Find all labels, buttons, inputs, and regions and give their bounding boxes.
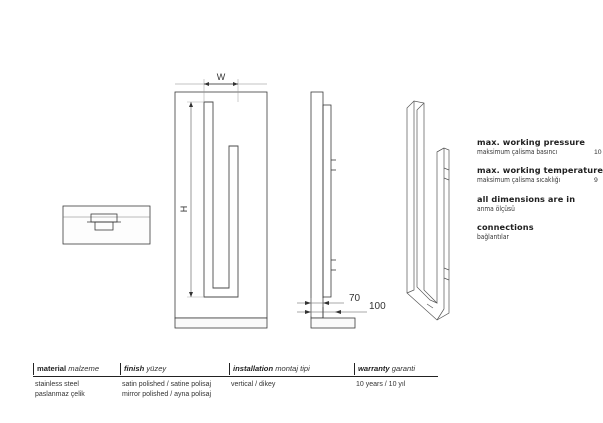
cell-line: paslanmaz çelik: [35, 391, 85, 398]
front-view: [174, 79, 268, 329]
cell-line: satin polished / satine polisaj: [122, 381, 212, 388]
height-label: H: [179, 206, 189, 213]
top-view: [62, 205, 151, 245]
width-label: W: [217, 72, 226, 82]
cell-material: stainless steel paslanmaz çelik: [35, 380, 85, 400]
header-translation: garanti: [391, 364, 416, 373]
header-translation: montaj tipi: [275, 364, 310, 373]
header-translation: yüzey: [146, 364, 167, 373]
cell-line: stainless steel: [35, 381, 79, 388]
cell-line: 10 years / 10 yıl: [356, 381, 406, 388]
cell-finish: satin polished / satine polisaj mirror p…: [122, 380, 211, 400]
cell-line: vertical / dikey: [231, 381, 276, 388]
header-label: installation: [233, 364, 274, 373]
header-installation: installation montaj tipi: [229, 363, 354, 375]
header-label: finish: [124, 364, 145, 373]
spec-title: connections: [477, 222, 534, 232]
spec-value: 9: [594, 177, 598, 184]
header-label: warranty: [358, 364, 390, 373]
spec-subtitle: bağlantılar: [477, 233, 509, 241]
spec-dimensions: all dimensions are in anma ölçüsü: [477, 194, 575, 213]
spec-title: max. working temperature: [477, 165, 603, 175]
spec-title: max. working pressure: [477, 137, 586, 147]
spec-subtitle: maksimum çalisma basıncı: [477, 148, 558, 156]
header-translation: malzeme: [68, 364, 100, 373]
table-divider: [33, 376, 438, 377]
spec-connections: connections bağlantılar: [477, 222, 534, 241]
cell-installation: vertical / dikey: [231, 380, 275, 390]
spec-subtitle: maksimum çalisma sıcaklığı: [477, 176, 561, 184]
spec-title: all dimensions are in: [477, 194, 576, 204]
dimension-100-label: 100: [369, 301, 386, 312]
header-material: material malzeme: [33, 363, 120, 375]
spec-max-pressure: max. working pressure maksimum çalisma b…: [477, 137, 585, 156]
cell-warranty: 10 years / 10 yıl: [356, 380, 405, 390]
spec-value: 10: [594, 149, 602, 156]
header-label: material: [37, 364, 67, 373]
header-finish: finish yüzey: [120, 363, 229, 375]
dimension-70-label: 70: [349, 293, 361, 304]
side-view: [297, 91, 367, 329]
spec-max-temperature: max. working temperature maksimum çalism…: [477, 165, 603, 184]
header-warranty: warranty garanti: [354, 363, 438, 375]
perspective-view: [406, 100, 450, 321]
spec-subtitle: anma ölçüsü: [477, 205, 515, 213]
cell-line: mirror polished / ayna polisaj: [122, 391, 212, 398]
